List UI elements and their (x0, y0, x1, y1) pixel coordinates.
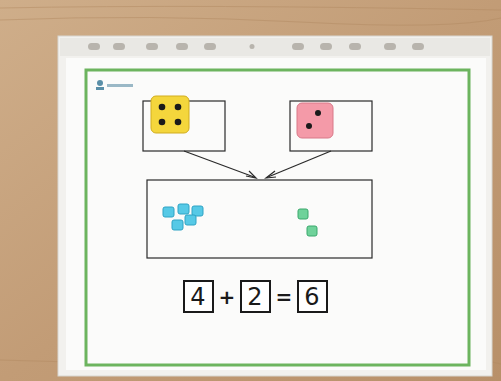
number-text: 2 (247, 285, 262, 309)
punch-holes (88, 43, 424, 50)
operator-sign: + (219, 287, 236, 307)
number-text: 6 (304, 285, 319, 309)
dice-box (290, 101, 372, 151)
cyan-counters (163, 204, 203, 230)
counter-box (147, 180, 372, 258)
yellow-die (151, 96, 189, 133)
sleeve-strip (60, 38, 490, 56)
number-box: 6 (297, 280, 328, 313)
operator-sign: = (276, 287, 293, 307)
plastic-sleeve (58, 36, 492, 376)
paper-sheet (66, 58, 486, 370)
pink-die (297, 103, 333, 138)
logo (96, 80, 133, 90)
green-counters (298, 209, 317, 236)
number-box: 2 (240, 280, 271, 313)
merge-arrows (184, 151, 331, 178)
green-frame (86, 70, 469, 365)
number-text: 4 (190, 285, 205, 309)
number-box: 4 (183, 280, 214, 313)
